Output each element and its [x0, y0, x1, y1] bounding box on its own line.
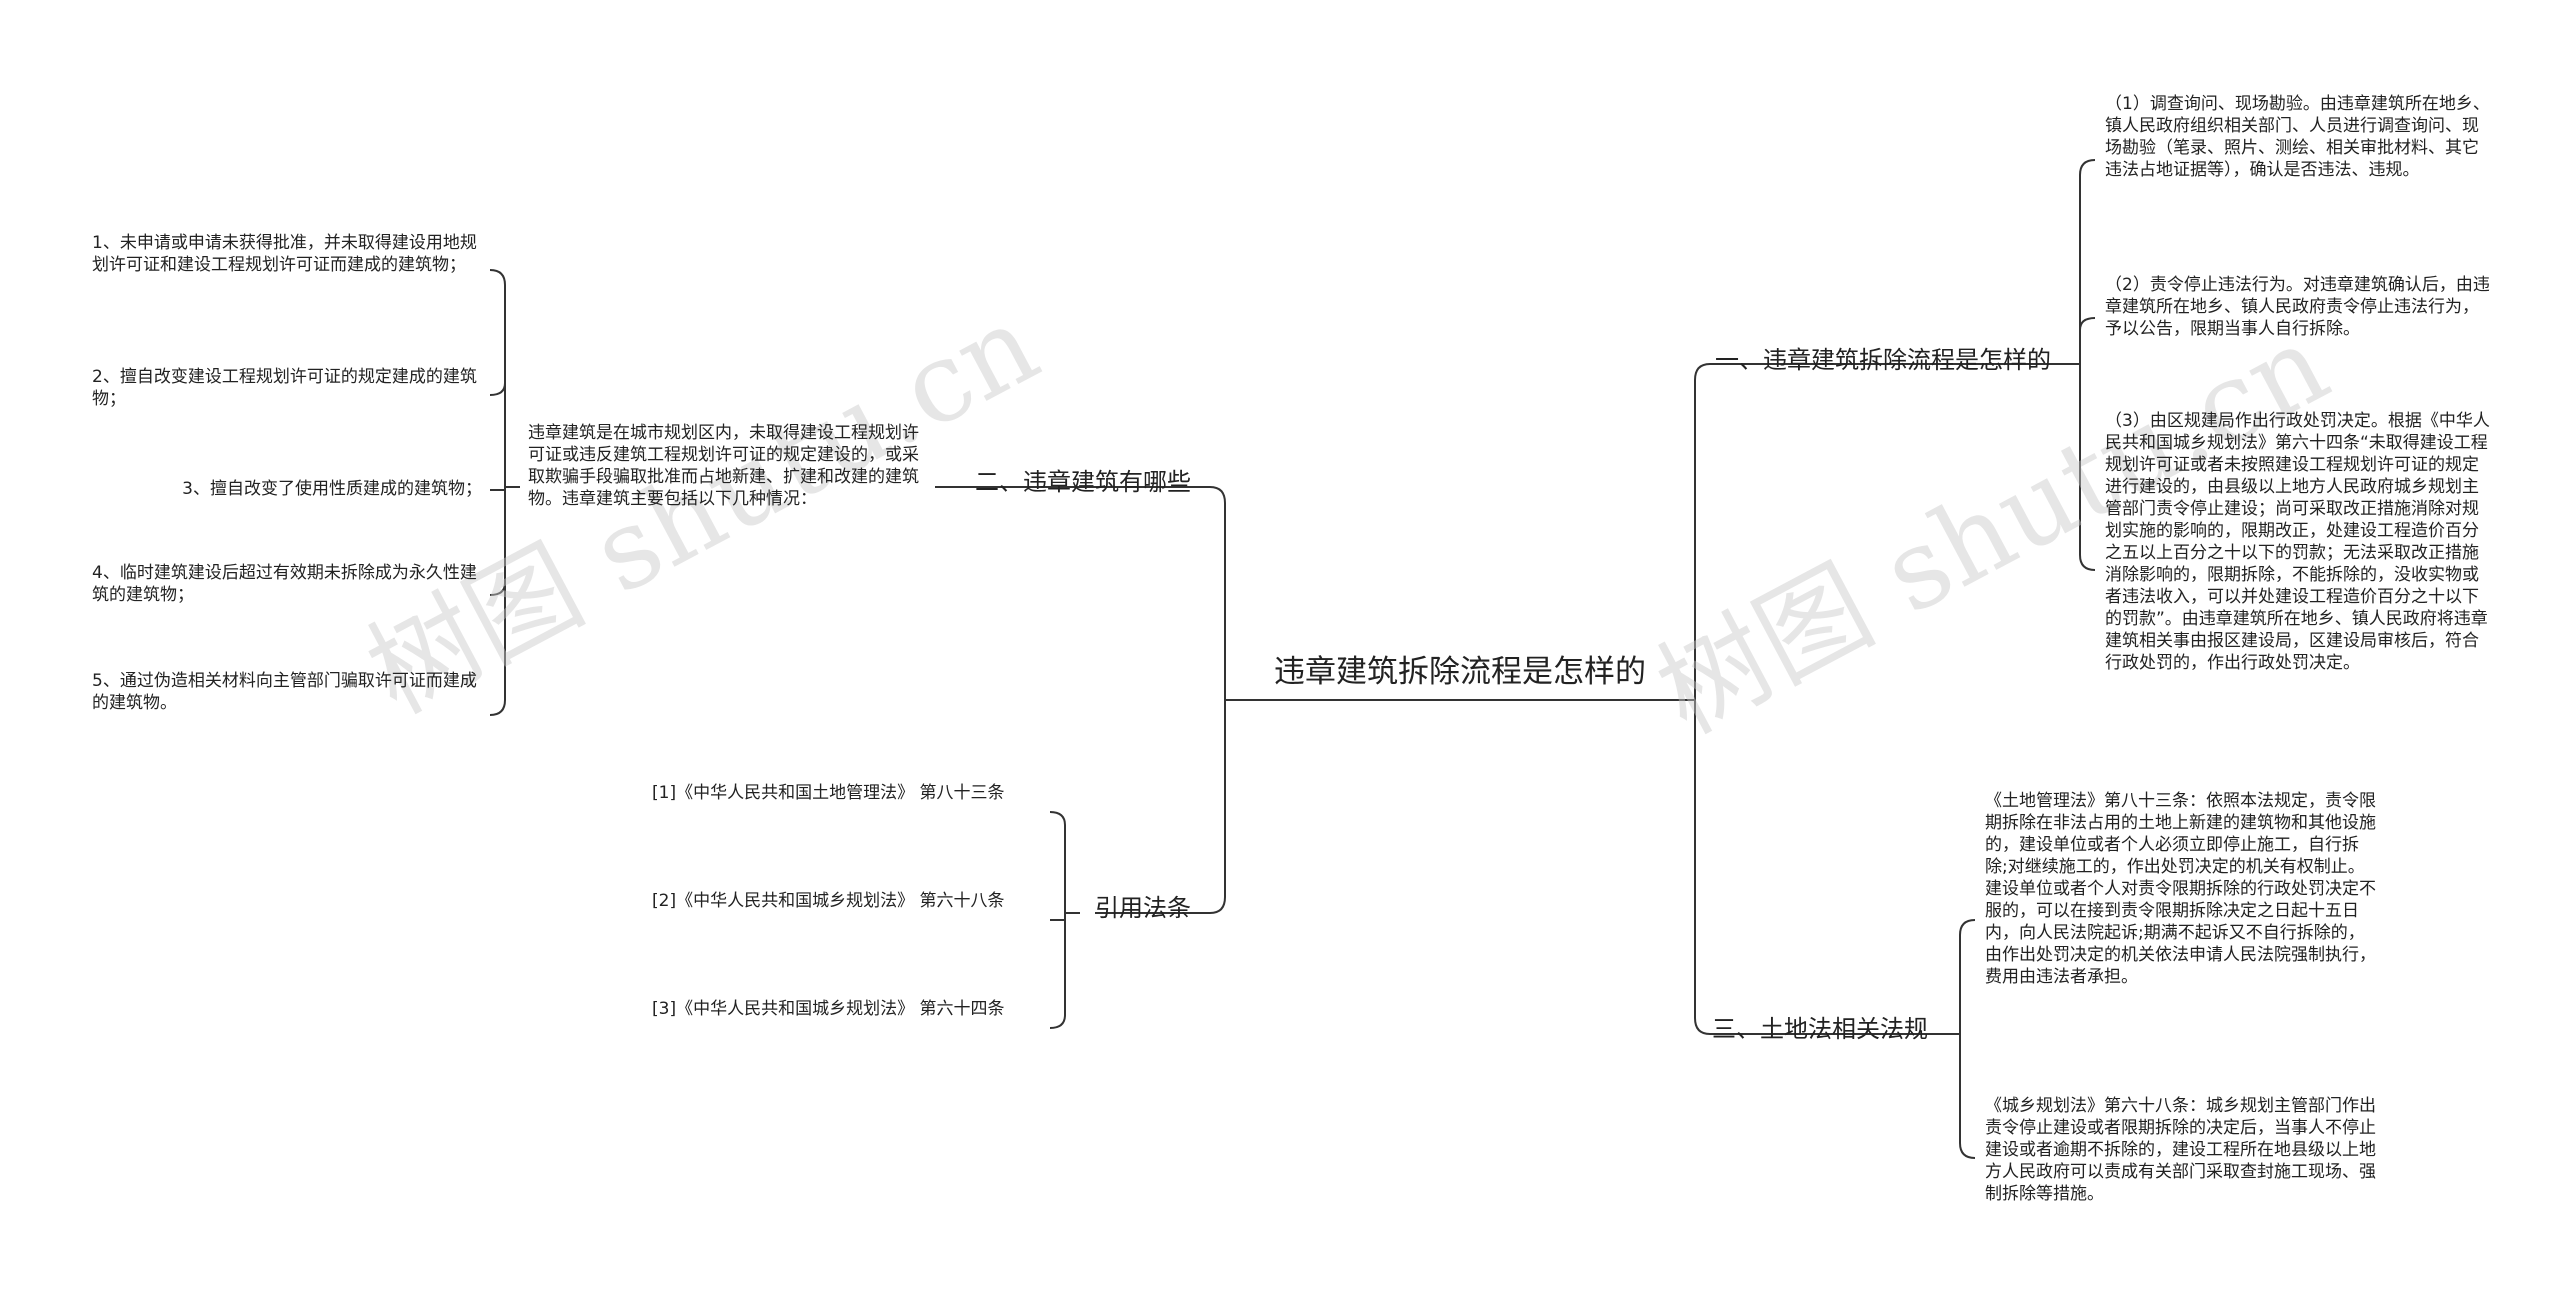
connector-root-left — [1209, 486, 1240, 914]
branch-2-item-5[interactable]: 5、通过伪造相关材料向主管部门骗取许可证而建成的建筑物。 — [92, 671, 477, 713]
branch-3-topic[interactable]: 三、土地法相关法规 — [1712, 1015, 1928, 1043]
branch-4-topic[interactable]: 引用法条 — [1095, 894, 1191, 922]
branch-1-item-2[interactable]: （2）责令停止违法行为。对违章建筑确认后，由违章建筑所在地乡、镇人民政府责令停止… — [2105, 275, 2490, 339]
b3-bracket — [1945, 919, 1976, 1159]
branch-3-item-2[interactable]: 《城乡规划法》第六十八条：城乡规划主管部门作出责令停止建设或者限期拆除的决定后，… — [1985, 1096, 2376, 1204]
root-topic[interactable]: 违章建筑拆除流程是怎样的 — [1274, 654, 1646, 690]
b1-bracket — [2065, 159, 2096, 571]
connector-root-right — [1680, 363, 1711, 1035]
branch-4-item-2[interactable]: [2]《中华人民共和国城乡规划法》 第六十八条 — [652, 891, 1005, 911]
branch-2-topic[interactable]: 二、违章建筑有哪些 — [975, 468, 1191, 496]
branch-2-intro[interactable]: 违章建筑是在城市规划区内，未取得建设工程规划许可证或违反建筑工程规划许可证的规定… — [528, 423, 919, 509]
branch-1-item-3[interactable]: （3）由区规建局作出行政处罚决定。根据《中华人民共和国城乡规划法》第六十四条“未… — [2105, 411, 2490, 673]
branch-1-topic[interactable]: 一、违章建筑拆除流程是怎样的 — [1715, 346, 2051, 374]
branch-2-item-1[interactable]: 1、未申请或申请未获得批准，并未取得建设用地规划许可证和建设工程规划许可证而建成… — [92, 233, 477, 275]
branch-4-item-3[interactable]: [3]《中华人民共和国城乡规划法》 第六十四条 — [652, 999, 1005, 1019]
branch-4-item-1[interactable]: [1]《中华人民共和国土地管理法》 第八十三条 — [652, 783, 1005, 803]
b4-bracket — [1049, 811, 1080, 1029]
branch-3-item-1[interactable]: 《土地管理法》第八十三条：依照本法规定，责令限期拆除在非法占用的土地上新建的建筑… — [1985, 791, 2376, 987]
b2-bracket — [489, 269, 520, 716]
branch-2-item-4[interactable]: 4、临时建筑建设后超过有效期未拆除成为永久性建筑的建筑物； — [92, 563, 477, 605]
branch-2-item-2[interactable]: 2、擅自改变建设工程规划许可证的规定建成的建筑物； — [92, 367, 477, 409]
branch-1-item-1[interactable]: （1）调查询问、现场勘验。由违章建筑所在地乡、镇人民政府组织相关部门、人员进行调… — [2105, 94, 2490, 180]
branch-2-item-3[interactable]: 3、擅自改变了使用性质建成的建筑物； — [182, 479, 482, 499]
